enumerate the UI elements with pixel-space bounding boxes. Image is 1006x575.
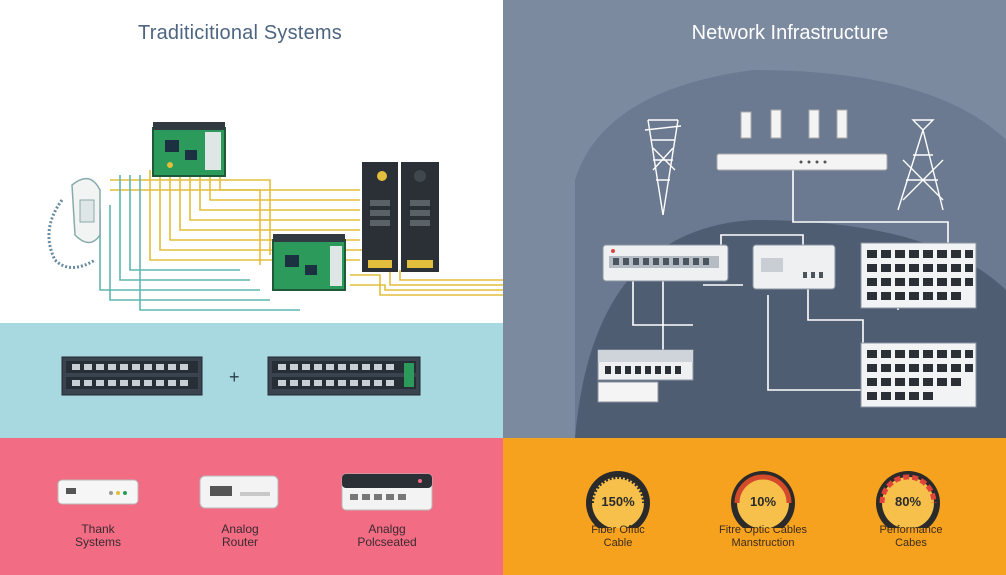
set-top-box-icon: [341, 473, 433, 511]
gauge-value-1: 150%: [601, 494, 635, 509]
gauge-value-2: 10%: [749, 494, 777, 509]
gauge-icon-3: [876, 471, 940, 528]
circuit-board-icon: [152, 122, 226, 177]
device-caption-2: Analog Router: [190, 523, 290, 549]
network-infrastructure-illustration: [575, 70, 1006, 438]
rack-switch-icon: [602, 244, 729, 282]
gauge-caption-1-line1: Fiber Offtic: [591, 524, 645, 536]
circuit-board-small-icon: [272, 234, 346, 291]
device-caption-1-line1: Thank: [81, 522, 115, 536]
router-icon: [199, 475, 279, 509]
left-title: Traditicitional Systems: [138, 22, 342, 44]
device-caption-1-line2: Systems: [74, 535, 121, 549]
gauge-caption-1: Fiber Offtic Cable: [568, 524, 668, 550]
network-switch-icon: [61, 356, 203, 396]
analog-devices-illustration: [57, 473, 433, 511]
gauge-icon-1: [586, 471, 650, 528]
modem-icon: [57, 479, 139, 505]
gauge-caption-1-line2: Cable: [603, 537, 633, 549]
traditional-wiring-illustration: [47, 122, 503, 311]
plus-sign: +: [229, 367, 240, 387]
gauge-caption-3-line1: Performance: [879, 524, 943, 536]
gateway-device-icon: [752, 244, 836, 290]
telephone-icon: [47, 177, 101, 269]
right-title: Network Infrastructure: [691, 22, 889, 44]
device-caption-2-line2: Router: [221, 535, 259, 549]
server-tower-icon: [362, 162, 439, 272]
gauge-caption-2-line2: Manstruction: [731, 537, 795, 549]
switch-band-illustration: [61, 356, 421, 396]
cell-tower-icon-2: [897, 119, 944, 211]
server-rack-icon: [860, 242, 977, 309]
gauge-caption-2: Fitre Optic Cables Manstruction: [703, 524, 823, 550]
device-caption-3: Analgg Polcseated: [332, 523, 442, 549]
gauge-value-3: 80%: [894, 494, 922, 509]
gauge-caption-3-line2: Cabes: [895, 537, 927, 549]
device-caption-2-line1: Analog: [221, 522, 259, 536]
gauge-caption-2-line1: Fitre Optic Cables: [718, 524, 808, 536]
cable-bundle-yellow: [110, 170, 503, 296]
cable-bundle-teal: [99, 175, 300, 311]
device-caption-1: Thank Systems: [48, 523, 148, 549]
gauge-caption-3: Performance Cabes: [856, 524, 966, 550]
device-caption-3-line2: Polcseated: [357, 535, 417, 549]
network-switch-icon-2: [267, 356, 421, 396]
gauges-illustration: [586, 471, 940, 528]
patch-panel-icon: [597, 349, 694, 403]
gauge-icon-2: [731, 471, 795, 528]
server-rack-icon-2: [860, 342, 977, 408]
antenna-array-icon: [716, 109, 888, 171]
device-caption-3-line1: Analgg: [368, 522, 406, 536]
cell-tower-icon: [644, 119, 682, 216]
